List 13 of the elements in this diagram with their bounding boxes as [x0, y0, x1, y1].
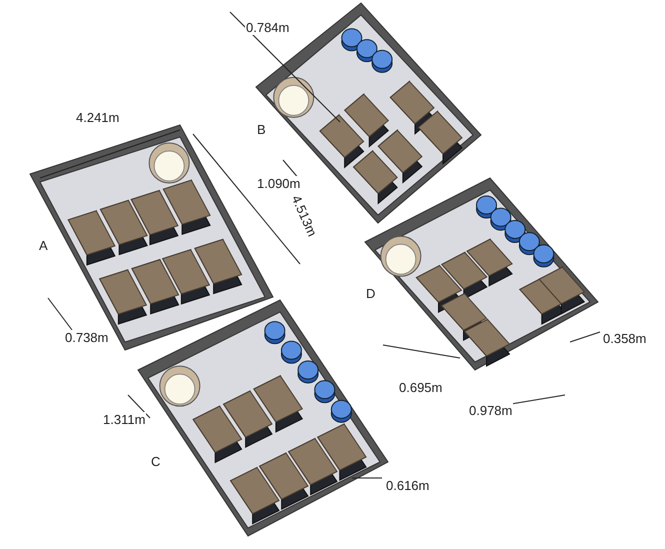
- section-letter: D: [365, 286, 376, 301]
- dimension-label: 0.695m: [398, 380, 444, 395]
- dimension-label: 0.738m: [64, 330, 110, 345]
- dimension-label: 0.784m: [245, 20, 290, 35]
- section-letter: C: [150, 454, 162, 469]
- dimension-label: 0.358m: [602, 331, 648, 346]
- dimension-label: 0.978m: [468, 403, 514, 418]
- dimension-label: 1.311m: [102, 412, 146, 427]
- section-letter: B: [256, 122, 267, 137]
- dimension-label: 4.241m: [75, 110, 120, 125]
- section-letter: A: [38, 238, 49, 253]
- dimension-label: 0.616m: [385, 478, 430, 493]
- dimension-label: 1.090m: [256, 176, 302, 191]
